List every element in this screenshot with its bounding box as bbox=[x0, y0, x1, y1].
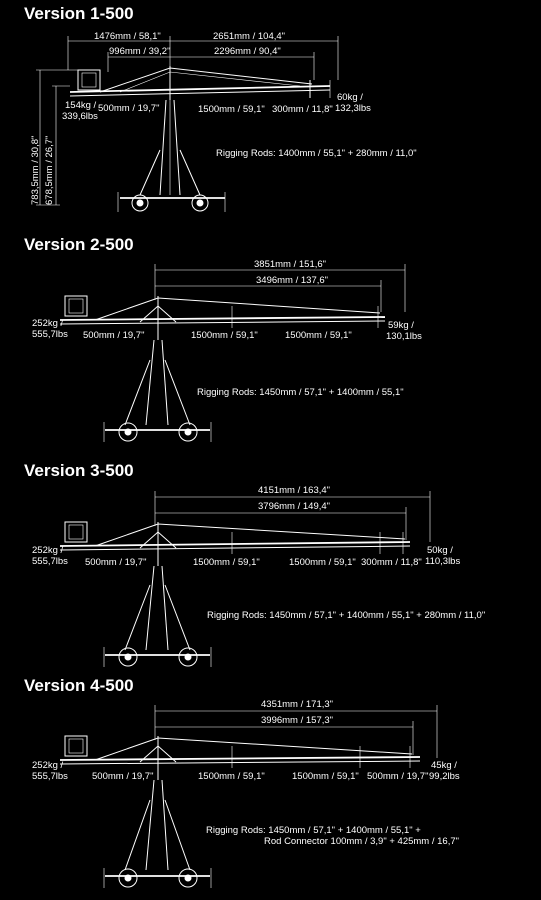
seg-v4-1500b: 1500mm / 59,1" bbox=[292, 771, 359, 782]
height-v1-783: 783,5mm / 30,8" bbox=[30, 135, 41, 205]
height-v1-678: 678,5mm / 26,7" bbox=[44, 135, 55, 205]
seg-v2-1500b: 1500mm / 59,1" bbox=[285, 330, 352, 341]
dim-v4-4351: 4351mm / 171,3" bbox=[261, 699, 334, 710]
seg-v1-500: 500mm / 19,7" bbox=[98, 103, 160, 114]
seg-v2-500: 500mm / 19,7" bbox=[83, 330, 145, 341]
crane-diagram-v1 bbox=[36, 36, 339, 212]
load-v1-lbs: 132,3lbs bbox=[335, 103, 371, 114]
dim-v2-3851: 3851mm / 151,6" bbox=[254, 259, 327, 270]
seg-v2-1500a: 1500mm / 59,1" bbox=[191, 330, 258, 341]
cw-v1: 154kg / bbox=[65, 100, 97, 111]
load-v3: 50kg / bbox=[427, 545, 453, 556]
dim-v2-3496: 3496mm / 137,6" bbox=[256, 275, 329, 286]
dim-v4-3996: 3996mm / 157,3" bbox=[261, 715, 334, 726]
load-v3-lbs: 110,3lbs bbox=[425, 556, 461, 567]
seg-v3-500: 500mm / 19,7" bbox=[85, 557, 147, 568]
seg-v1-300: 300mm / 11,8" bbox=[272, 104, 333, 115]
crane-diagram-v3 bbox=[59, 491, 431, 667]
version-3-title: Version 3-500 bbox=[24, 461, 134, 480]
load-v4: 45kg / bbox=[431, 760, 457, 771]
load-v4-lbs: 99,2lbs bbox=[429, 771, 460, 782]
load-v1: 60kg / bbox=[337, 92, 363, 103]
version-2-title: Version 2-500 bbox=[24, 235, 134, 254]
dim-v1-1476: 1476mm / 58,1" bbox=[94, 31, 161, 42]
seg-v4-500a: 500mm / 19,7" bbox=[92, 771, 154, 782]
cw-v3-lbs: 555,7lbs bbox=[32, 556, 68, 567]
seg-v3-1500b: 1500mm / 59,1" bbox=[289, 557, 356, 568]
crane-diagram-v4 bbox=[59, 705, 438, 888]
dim-v1-996: 996mm / 39,2" bbox=[109, 46, 171, 57]
cw-v4-lbs: 555,7lbs bbox=[32, 771, 68, 782]
load-v2: 59kg / bbox=[388, 320, 414, 331]
rods-v4: Rigging Rods: 1450mm / 57,1" + 1400mm / … bbox=[206, 825, 421, 836]
cw-v4: 252kg / bbox=[32, 760, 64, 771]
seg-v3-300: 300mm / 11,8" bbox=[361, 557, 422, 568]
cw-v1-lbs: 339,6lbs bbox=[62, 111, 98, 122]
crane-diagram-v2 bbox=[59, 264, 406, 442]
seg-v1-1500: 1500mm / 59,1" bbox=[198, 104, 265, 115]
version-1-title: Version 1-500 bbox=[24, 4, 134, 23]
dim-v3-3796: 3796mm / 149,4" bbox=[258, 501, 331, 512]
version-4-title: Version 4-500 bbox=[24, 676, 134, 695]
cw-v2: 252kg / bbox=[32, 318, 64, 329]
rods-v1: Rigging Rods: 1400mm / 55,1" + 280mm / 1… bbox=[216, 148, 417, 159]
seg-v4-500b: 500mm / 19,7" bbox=[367, 771, 429, 782]
seg-v4-1500a: 1500mm / 59,1" bbox=[198, 771, 265, 782]
cw-v2-lbs: 555,7lbs bbox=[32, 329, 68, 340]
rods-v4-line2: Rod Connector 100mm / 3,9" + 425mm / 16,… bbox=[264, 836, 459, 847]
seg-v3-1500a: 1500mm / 59,1" bbox=[193, 557, 260, 568]
rods-v3: Rigging Rods: 1450mm / 57,1" + 1400mm / … bbox=[207, 610, 486, 621]
dim-v1-2651: 2651mm / 104,4" bbox=[213, 31, 286, 42]
rods-v2: Rigging Rods: 1450mm / 57,1" + 1400mm / … bbox=[197, 387, 404, 398]
cw-v3: 252kg / bbox=[32, 545, 64, 556]
load-v2-lbs: 130,1lbs bbox=[386, 331, 422, 342]
dim-v3-4151: 4151mm / 163,4" bbox=[258, 485, 331, 496]
dim-v1-2296: 2296mm / 90,4" bbox=[214, 46, 281, 57]
